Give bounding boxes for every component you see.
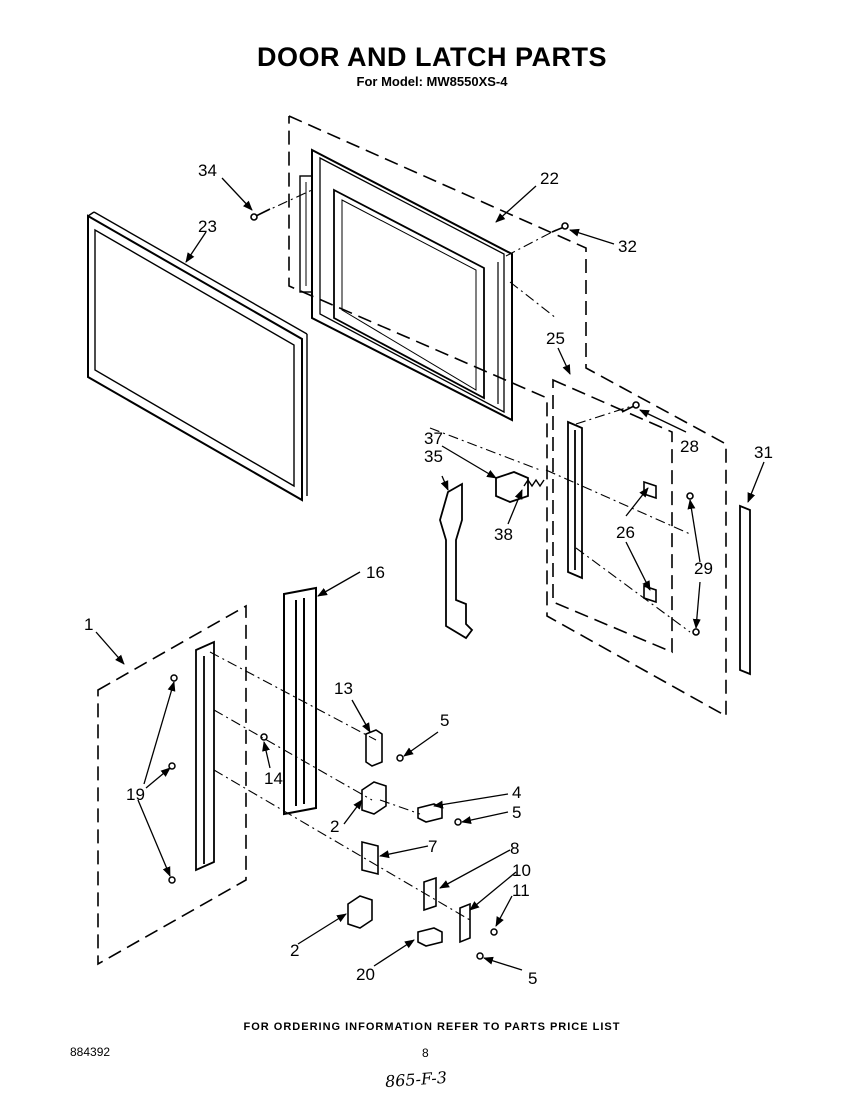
part-20 <box>417 927 443 947</box>
document-number: 884392 <box>70 1045 111 1059</box>
part-10 <box>459 902 471 944</box>
callout-25: 25 <box>546 329 565 348</box>
callout-31: 31 <box>754 443 773 462</box>
callout-2-upper: 2 <box>330 817 339 836</box>
callout-1: 1 <box>84 615 93 634</box>
ordering-note: FOR ORDERING INFORMATION REFER TO PARTS … <box>243 1021 621 1033</box>
part-2-upper <box>361 781 387 815</box>
model-subtitle: For Model: MW8550XS-4 <box>356 74 508 89</box>
callout-5-bottom: 5 <box>528 969 537 988</box>
part-26-brackets <box>643 480 657 604</box>
choke-assembly-outline <box>97 604 247 966</box>
page-number: 8 <box>422 1046 429 1060</box>
callout-7: 7 <box>428 837 437 856</box>
callout-38: 38 <box>494 525 513 544</box>
part-29-screws <box>686 492 700 636</box>
part-28-screw <box>621 401 640 413</box>
callout-29: 29 <box>694 559 713 578</box>
part-4 <box>417 803 443 823</box>
callout-34: 34 <box>198 161 217 180</box>
callout-19: 19 <box>126 785 145 804</box>
callout-10: 10 <box>512 861 531 880</box>
callout-5-middle: 5 <box>512 803 521 822</box>
callout-11: 11 <box>512 881 530 900</box>
part-31-strip <box>739 504 751 676</box>
part-7 <box>361 840 379 876</box>
callout-28: 28 <box>680 437 699 456</box>
door-assembly-outline <box>288 115 727 718</box>
part-13 <box>365 729 383 767</box>
callout-32: 32 <box>618 237 637 256</box>
part-2-lower <box>347 895 373 929</box>
callout-labels: 34 23 22 32 25 28 31 37 35 38 26 29 16 1… <box>84 161 773 988</box>
part-35-latch-arm <box>439 482 474 640</box>
part-37-latch-head <box>495 471 529 503</box>
callout-2-lower: 2 <box>290 941 299 960</box>
latch-plate-outline <box>552 378 673 654</box>
callout-23: 23 <box>198 217 217 236</box>
callout-37: 37 <box>424 429 443 448</box>
alignment-lines <box>209 189 691 921</box>
callout-14: 14 <box>264 769 283 788</box>
leader-arrows <box>95 177 765 971</box>
part-22-inner-door <box>299 148 513 422</box>
callout-4: 4 <box>512 783 521 802</box>
callout-5-top: 5 <box>440 711 449 730</box>
callout-13: 13 <box>334 679 353 698</box>
page-title: DOOR AND LATCH PARTS <box>257 42 607 72</box>
part-5-screws <box>396 754 498 960</box>
callout-35: 35 <box>424 447 443 466</box>
part-25-latch-plate <box>567 420 583 580</box>
callout-20: 20 <box>356 965 375 984</box>
small-hardware <box>347 729 471 947</box>
callout-16: 16 <box>366 563 385 582</box>
part-16-choke <box>283 586 317 816</box>
part-38-spring <box>523 478 545 488</box>
part-23-door-frame <box>87 211 308 502</box>
assembly-outlines <box>97 115 727 966</box>
callout-26: 26 <box>616 523 635 542</box>
part-19-screws <box>168 674 178 884</box>
callout-22: 22 <box>540 169 559 188</box>
part-8 <box>423 876 437 912</box>
callout-8: 8 <box>510 839 519 858</box>
part-1-mount-plate <box>195 640 215 872</box>
